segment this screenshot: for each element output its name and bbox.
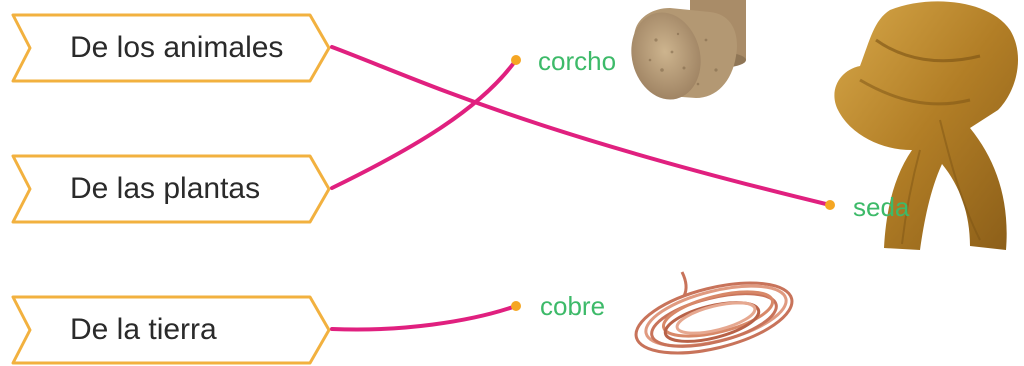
connector-tierra-cobre: [332, 306, 516, 330]
dot-cobre[interactable]: [511, 301, 521, 311]
material-label-seda: seda: [853, 192, 909, 223]
material-label-cobre: cobre: [540, 291, 605, 322]
material-label-corcho: corcho: [538, 46, 616, 77]
connector-plantas-corcho: [332, 60, 516, 188]
dot-corcho[interactable]: [511, 55, 521, 65]
dot-seda[interactable]: [825, 200, 835, 210]
